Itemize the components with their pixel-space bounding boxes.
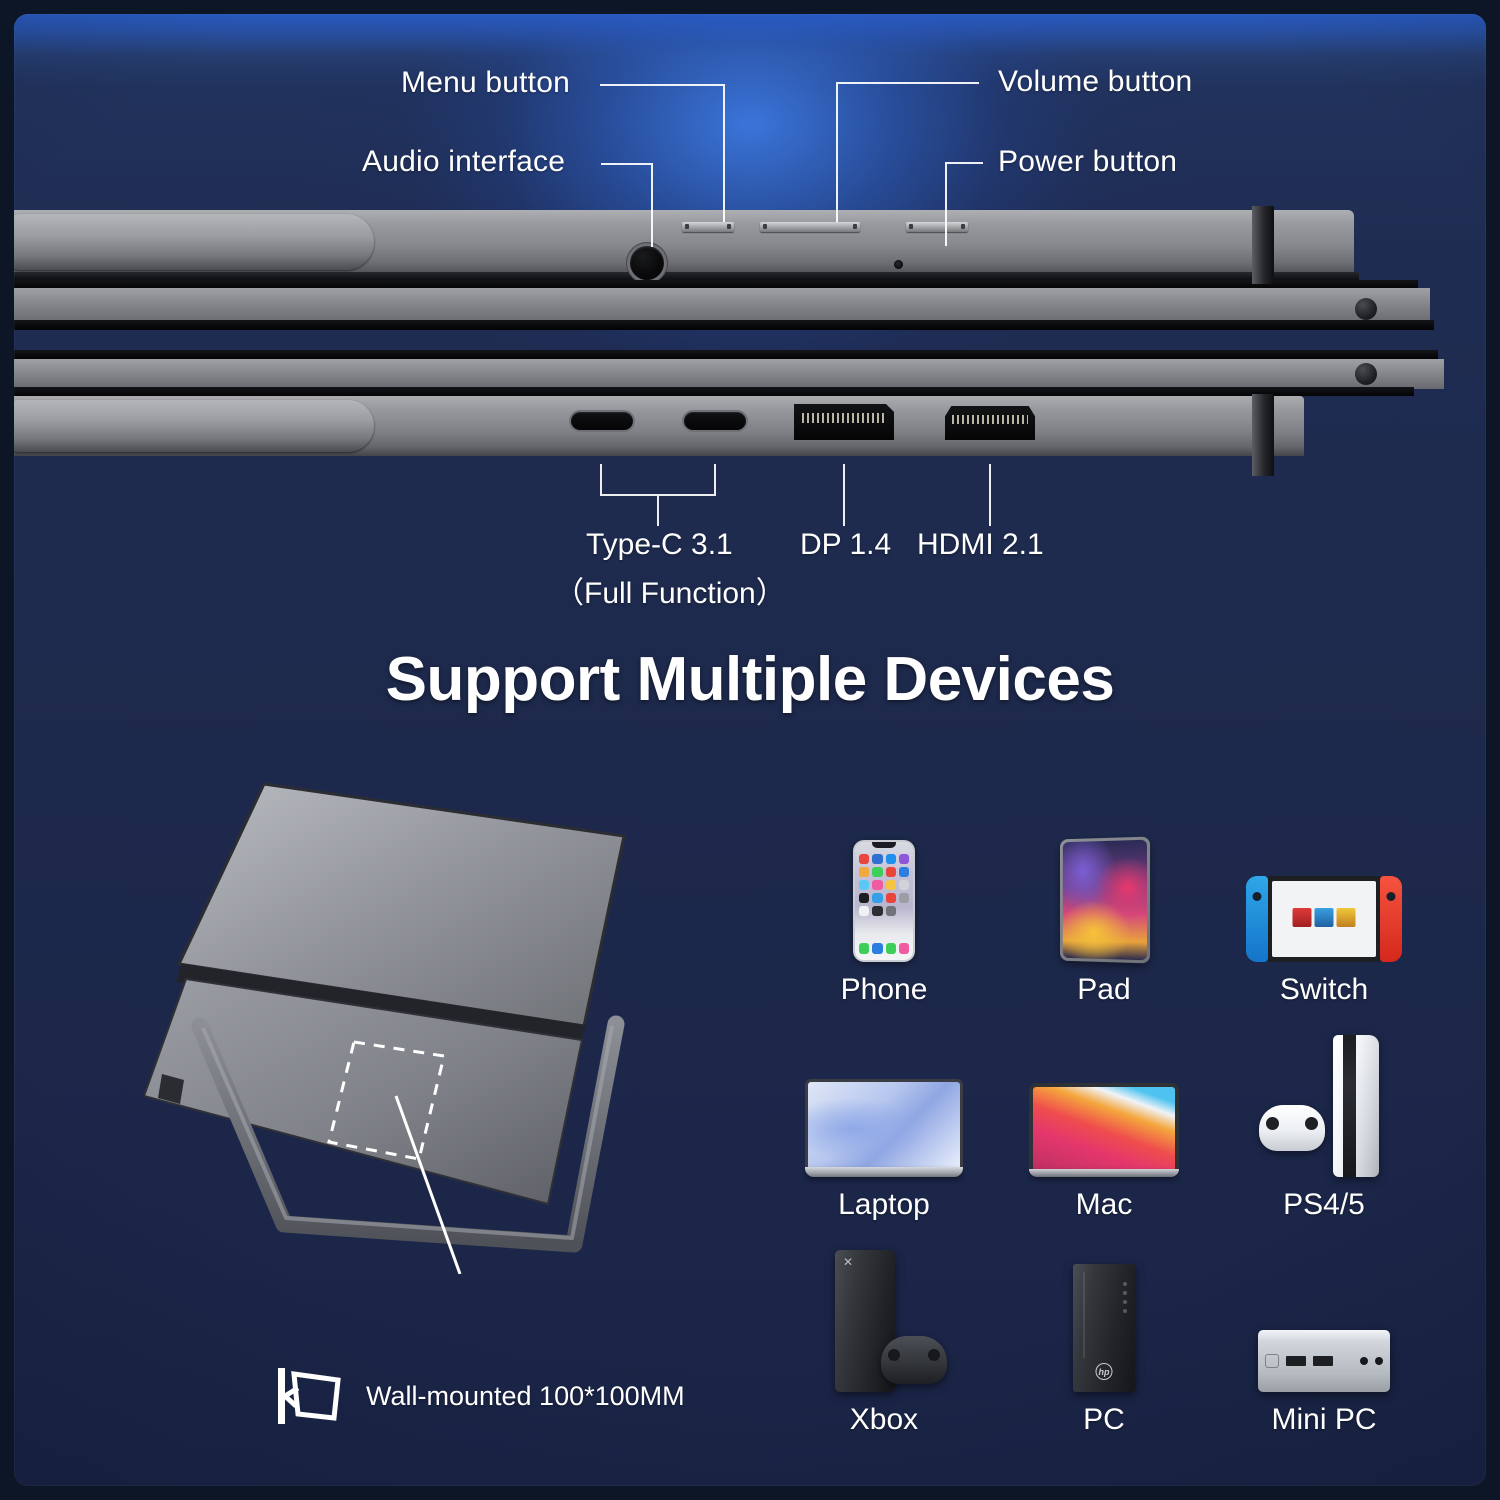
monitor-slab-gap-1	[14, 280, 1418, 288]
menu-button-key	[760, 222, 860, 232]
usb-c-port-2	[684, 412, 746, 430]
hdmi-port	[945, 406, 1035, 440]
port-label-hdmi: HDMI 2.1	[917, 528, 1044, 561]
mini-pc-icon	[1214, 1252, 1434, 1392]
leader-bracket-type-c	[600, 464, 716, 496]
device-label-mac: Mac	[1075, 1188, 1133, 1221]
right-hinge-post-bottom	[1252, 394, 1274, 476]
playstation-console-icon	[1214, 1035, 1434, 1177]
device-cell-minipc: Mini PC	[1214, 1222, 1434, 1437]
device-cell-laptop: Laptop	[774, 1007, 994, 1222]
device-label-phone: Phone	[840, 973, 928, 1006]
device-cell-mac: Mac	[994, 1007, 1214, 1222]
device-cell-switch: Switch	[1214, 792, 1434, 1007]
leader-line-volume-button	[836, 82, 979, 222]
background-top-band	[14, 14, 1486, 56]
leader-line-power-button	[945, 162, 983, 246]
monitor-slab-2	[14, 288, 1430, 322]
leader-line-hdmi	[989, 464, 991, 526]
audio-interface-button-key	[682, 222, 734, 232]
port-callouts: Type-C 3.1 （Full Function） DP 1.4 HDMI 2…	[14, 14, 1486, 1486]
audio-jack	[630, 246, 664, 280]
monitor-edge-photo	[14, 206, 1486, 476]
desktop-tower-icon: hp	[994, 1252, 1214, 1392]
wall-mount-row: Wall-mounted 100*100MM	[276, 1366, 685, 1426]
volume-button-key	[906, 222, 968, 232]
callout-audio-interface: Audio interface	[362, 145, 566, 178]
power-indicator-led	[894, 260, 903, 269]
right-hinge-post-top	[1252, 206, 1274, 284]
callout-menu-button: Menu button	[401, 66, 570, 99]
monitor-lower-rear-face	[142, 977, 584, 1206]
monitor-stand-illustration	[104, 774, 704, 1275]
top-callouts: Menu button Audio interface Volume butto…	[14, 14, 1486, 1486]
leader-line-vesa	[394, 1095, 462, 1275]
nintendo-switch-icon	[1214, 822, 1434, 962]
monitor-slab-gap-4	[14, 387, 1414, 396]
monitor-kickstand-leg-highlight	[201, 1025, 614, 1240]
infographic-stage: Menu button Audio interface Volume butto…	[14, 14, 1486, 1486]
leader-line-dp	[843, 464, 845, 526]
monitor-top-edge-lip	[14, 272, 1359, 280]
device-label-minipc: Mini PC	[1271, 1403, 1377, 1436]
right-hinge-knob-top	[1355, 298, 1377, 320]
leader-line-type-c-stem	[657, 496, 659, 526]
monitor-slab-gap-3	[14, 350, 1438, 359]
displayport-port	[794, 404, 894, 440]
leader-line-audio-interface	[601, 163, 653, 247]
device-cell-pad: Pad	[994, 792, 1214, 1007]
leader-line-menu-button	[600, 84, 725, 222]
monitor-upper-hinge-cap	[14, 214, 374, 270]
monitor-slab-3	[14, 359, 1444, 389]
device-label-pad: Pad	[1077, 973, 1131, 1006]
supported-devices-grid: Phone Pad	[774, 792, 1434, 1437]
hdmi-pins	[952, 414, 1028, 424]
device-label-switch: Switch	[1279, 973, 1369, 1006]
device-label-xbox: Xbox	[849, 1403, 919, 1436]
right-hinge-knob-bottom	[1355, 363, 1377, 385]
device-label-ps45: PS4/5	[1283, 1188, 1365, 1221]
port-label-type-c-line2: （Full Function）	[554, 577, 786, 610]
macbook-icon	[994, 1037, 1214, 1177]
device-label-laptop: Laptop	[838, 1188, 930, 1221]
monitor-lower-hinge-cap	[14, 400, 374, 452]
monitor-side-vent	[158, 1074, 184, 1104]
smartphone-icon	[774, 822, 994, 962]
vesa-mount-outline	[327, 1040, 446, 1161]
callout-volume-button: Volume button	[998, 65, 1193, 98]
wall-mount-label: Wall-mounted 100*100MM	[366, 1380, 685, 1411]
device-cell-pc: hp PC	[994, 1222, 1214, 1437]
usb-c-port-1	[571, 412, 633, 430]
monitor-stand-svg	[142, 782, 626, 1275]
device-cell-phone: Phone	[774, 792, 994, 1007]
monitor-slab-gap-2	[14, 320, 1434, 330]
wall-mount-icon	[276, 1366, 344, 1426]
section-heading: Support Multiple Devices	[385, 645, 1115, 714]
xbox-console-icon	[774, 1250, 994, 1392]
device-cell-ps45: PS4/5	[1214, 1007, 1434, 1222]
callout-power-button: Power button	[998, 145, 1178, 178]
port-label-type-c-line1: Type-C 3.1	[586, 528, 733, 561]
tablet-icon	[994, 822, 1214, 964]
device-label-pc: PC	[1083, 1403, 1125, 1436]
monitor-kickstand-leg	[191, 1015, 625, 1253]
laptop-icon	[774, 1037, 994, 1177]
port-label-dp: DP 1.4	[800, 528, 892, 561]
device-cell-xbox: Xbox	[774, 1222, 994, 1437]
displayport-pins	[802, 413, 886, 423]
